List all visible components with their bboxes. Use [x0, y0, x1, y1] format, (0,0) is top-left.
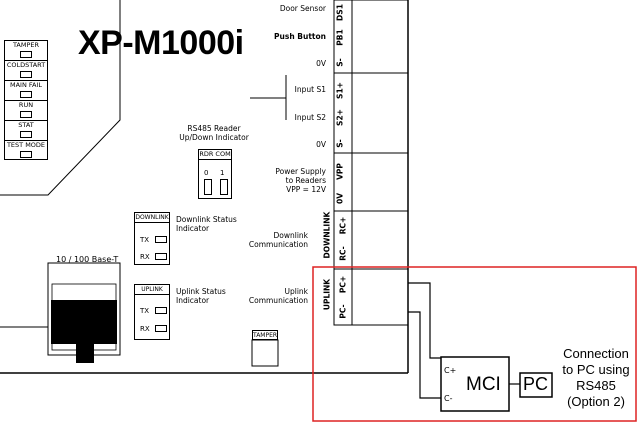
pc-label: PC: [523, 374, 549, 394]
pin-s-minus-1: S-: [335, 58, 345, 67]
downlink-status-desc-line2: Indicator: [176, 224, 210, 233]
power-supply-label: Power Supply to Readers VPP = 12V: [250, 167, 326, 194]
uplink-tx-led: [155, 307, 167, 314]
led-indicator: [20, 51, 32, 58]
downlink-comm-line2: Communication: [248, 240, 308, 249]
uplink-group-label: UPLINK: [322, 278, 332, 311]
pin-pc-plus: PC+: [338, 275, 348, 294]
push-button-label: Push Button: [274, 32, 326, 41]
connection-note-line3: RS485: [576, 378, 616, 393]
downlink-status-desc: Downlink Status Indicator: [176, 215, 237, 233]
uplink-status-desc-line2: Indicator: [176, 296, 210, 305]
uplink-status-desc: Uplink Status Indicator: [176, 287, 226, 305]
ethernet-label: 10 / 100 Base-T: [56, 255, 119, 264]
led-stat: STAT: [4, 120, 48, 140]
led-main-fail: MAIN FAIL: [4, 80, 48, 100]
uplink-rx-led: [155, 325, 167, 332]
status-led-panel: TAMPER COLDSTART MAIN FAIL RUN STAT TEST…: [4, 40, 48, 160]
rdr-pin-1: 1: [220, 169, 225, 177]
led-indicator: [20, 151, 32, 158]
led-run-label: RUN: [18, 101, 34, 109]
tamper-switch-label: TAMPER: [252, 330, 278, 340]
downlink-status-desc-line1: Downlink Status: [176, 215, 237, 224]
rdr-led-1: [220, 179, 228, 195]
led-main-fail-label: MAIN FAIL: [9, 81, 43, 89]
led-coldstart-label: COLDSTART: [6, 61, 46, 69]
mci-c-minus: C-: [444, 394, 453, 403]
led-test-mode: TEST MODE: [4, 140, 48, 160]
downlink-comm-line1: Downlink: [273, 231, 308, 240]
connection-note-line1: Connection: [563, 346, 629, 361]
pin-vpp: VPP: [335, 163, 345, 180]
rdr-pin-0: 0: [204, 169, 209, 177]
power-supply-line2: to Readers: [285, 176, 326, 185]
downlink-comm-label: Downlink Communication: [230, 231, 308, 249]
pin-rc-minus: RC-: [338, 246, 348, 261]
pin-s2-plus: S2+: [335, 109, 345, 126]
input-s2-label: Input S2: [294, 113, 326, 122]
uplink-comm-line1: Uplink: [284, 287, 308, 296]
input-s1-label: Input S1: [294, 85, 326, 94]
downlink-rx-led: [155, 253, 167, 260]
uplink-comm-line2: Communication: [248, 296, 308, 305]
connection-note-line4: (Option 2): [567, 394, 625, 409]
uplink-rx-label: RX: [140, 325, 150, 333]
pin-s-minus-2: S-: [335, 139, 345, 148]
downlink-status-label: DOWNLINK: [135, 214, 169, 223]
led-tamper: TAMPER: [4, 40, 48, 60]
uplink-status-desc-line1: Uplink Status: [176, 287, 226, 296]
led-indicator: [20, 111, 32, 118]
board-title: XP-M1000i: [78, 24, 244, 62]
connection-note-line2: to PC using: [562, 362, 630, 377]
pin-ds1: DS1: [335, 4, 345, 21]
rdr-com-block: RDR COM 0 1: [198, 149, 232, 199]
downlink-group-label: DOWNLINK: [322, 211, 332, 259]
mci-label: MCI: [466, 374, 501, 395]
mci-c-plus: C+: [444, 366, 457, 375]
led-coldstart: COLDSTART: [4, 60, 48, 80]
led-indicator: [20, 91, 32, 98]
led-stat-label: STAT: [18, 121, 34, 129]
led-indicator: [20, 71, 32, 78]
rs485-title: RS485 Reader Up/Down Indicator: [178, 124, 250, 142]
downlink-rx-label: RX: [140, 253, 150, 261]
ov-label-2: 0V: [316, 140, 326, 149]
pin-s1-plus: S1+: [335, 82, 345, 99]
uplink-status-block: UPLINK TX RX: [134, 284, 170, 340]
uplink-comm-label: Uplink Communication: [230, 287, 308, 305]
rs485-title-line1: RS485 Reader: [187, 124, 241, 133]
connection-note: Connection to PC using RS485 (Option 2): [554, 346, 638, 410]
rdr-led-0: [204, 179, 212, 195]
rs485-title-line2: Up/Down Indicator: [179, 133, 249, 142]
pin-pb1: PB1: [335, 29, 345, 46]
led-test-mode-label: TEST MODE: [6, 141, 46, 149]
led-indicator: [20, 131, 32, 138]
pin-rc-plus: RC+: [338, 216, 348, 235]
door-sensor-label: Door Sensor: [279, 4, 326, 13]
power-supply-line1: Power Supply: [275, 167, 326, 176]
led-tamper-label: TAMPER: [12, 41, 40, 49]
downlink-tx-led: [155, 236, 167, 243]
rdr-com-label: RDR COM: [199, 150, 231, 160]
led-run: RUN: [4, 100, 48, 120]
downlink-status-block: DOWNLINK TX RX: [134, 212, 170, 265]
power-supply-line3: VPP = 12V: [286, 185, 326, 194]
downlink-tx-label: TX: [140, 236, 150, 244]
uplink-tx-label: TX: [140, 307, 150, 315]
uplink-status-label: UPLINK: [135, 285, 169, 295]
pin-pc-minus: PC-: [338, 304, 348, 319]
ov-label-1: 0V: [316, 59, 326, 68]
pin-0v: 0V: [335, 192, 345, 205]
